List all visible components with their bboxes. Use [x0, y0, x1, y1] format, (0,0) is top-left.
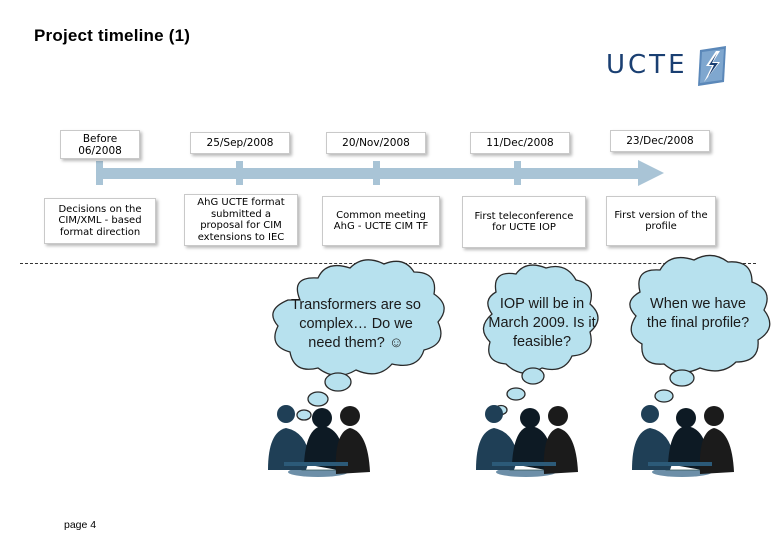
milestone-date-5: 23/Dec/2008: [610, 130, 710, 152]
page-title: Project timeline (1): [34, 26, 191, 45]
milestone-description-1: Decisions on the CIM/XML - based format …: [44, 198, 156, 244]
meeting-people-icon: [268, 405, 370, 477]
ucte-logo: UCTE: [606, 46, 728, 86]
milestone-date-2: 25/Sep/2008: [190, 132, 290, 154]
milestone-date-1: Before 06/2008: [60, 130, 140, 159]
lightning-logo-icon: [698, 46, 726, 86]
milestone-description-3: Common meeting AhG - UCTE CIM TF: [322, 196, 440, 246]
bubble-text-2: IOP will be in March 2009. Is it feasibl…: [488, 296, 596, 350]
thought-bubble-3: [629, 254, 771, 418]
bubble-text-1: Transformers are so complex… Do we need …: [291, 297, 421, 351]
logo-text: UCTE: [606, 50, 688, 80]
meeting-people-icon: [476, 405, 578, 477]
milestone-date-4: 11/Dec/2008: [470, 132, 570, 154]
milestone-description-2: AhG UCTE format submitted a proposal for…: [184, 194, 298, 246]
meeting-people-icon: [632, 405, 734, 477]
thought-bubble-1: [272, 259, 445, 421]
thought-bubble-2: [482, 264, 599, 416]
milestone-description-5: First version of the profile: [606, 196, 716, 246]
milestone-date-3: 20/Nov/2008: [326, 132, 426, 154]
bubble-text-3: When we have the final profile?: [646, 296, 750, 331]
milestone-description-4: First teleconference for UCTE IOP: [462, 196, 586, 248]
page-number: page 4: [64, 519, 97, 531]
